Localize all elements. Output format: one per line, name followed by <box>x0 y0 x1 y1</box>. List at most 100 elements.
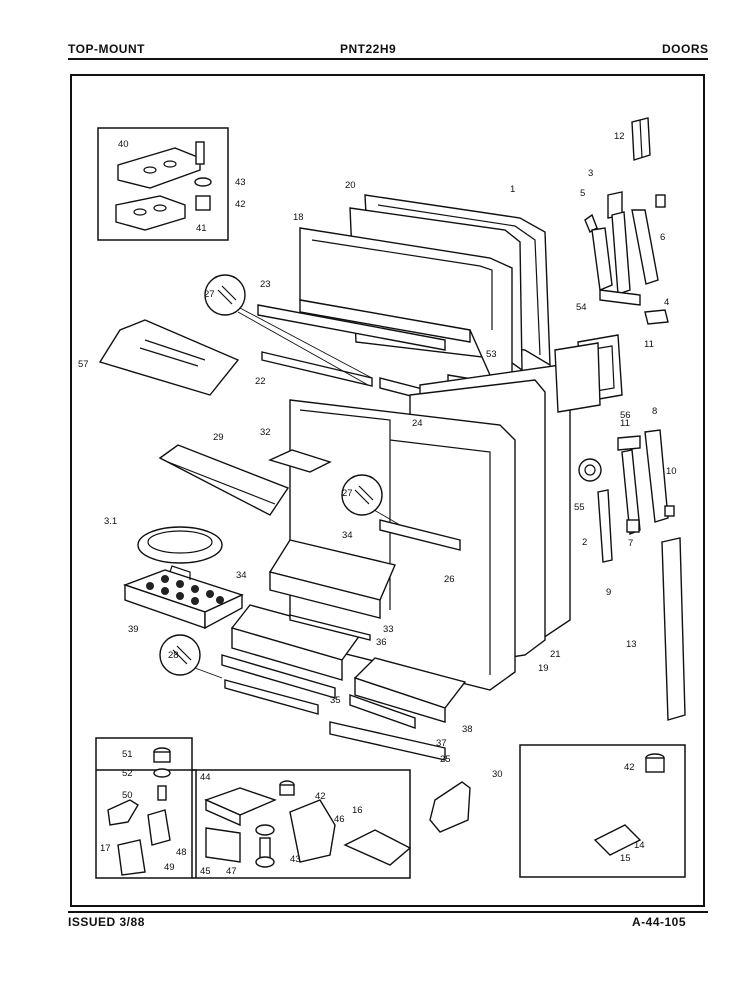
callout-30: 30 <box>492 769 503 780</box>
part-40-upper-hinge <box>117 141 205 189</box>
part-10-clip <box>664 505 675 517</box>
part-18-freezer-liner <box>299 227 513 381</box>
header-center: PNT22H9 <box>340 42 397 56</box>
callout-9: 9 <box>606 587 611 598</box>
callout-53: 53 <box>486 349 497 360</box>
callout-28-leader <box>194 667 223 679</box>
part-7-hinge-arm <box>621 449 641 535</box>
part-5-clip <box>584 213 598 234</box>
callout-18: 18 <box>293 212 304 223</box>
footer-left: ISSUED 3/88 <box>68 915 145 929</box>
part-34-door-bin <box>268 539 396 619</box>
callout-27-lower: 27 <box>342 488 353 499</box>
part-29-butter-bin <box>158 444 290 516</box>
part-56-trim <box>554 342 601 413</box>
part-6-clip <box>655 194 666 208</box>
callout-22: 22 <box>255 376 266 387</box>
header-rule <box>68 58 708 60</box>
callout-14: 14 <box>634 840 645 851</box>
callout-49: 49 <box>164 862 175 873</box>
callout-16: 16 <box>352 805 363 816</box>
part-55-bearing <box>578 458 602 482</box>
callout-12: 12 <box>614 131 625 142</box>
callout-21: 21 <box>550 649 561 660</box>
callout-56: 56 <box>620 410 631 421</box>
callout-54: 54 <box>576 302 587 313</box>
callout-42-spare: 42 <box>624 762 635 773</box>
part-26-door-shelf-bar <box>379 519 461 551</box>
part-35-bar <box>221 654 336 699</box>
callout-11-upper: 11 <box>644 339 654 350</box>
callout-42-top: 42 <box>235 199 246 210</box>
part-23-shelf-bar <box>257 304 446 351</box>
callout-27-circle-lower <box>341 474 383 516</box>
part-19-fresh-food-liner <box>289 399 516 691</box>
callout-37: 37 <box>436 738 447 749</box>
part-14-15-bracket <box>593 824 642 856</box>
part-16-hinge <box>343 829 412 866</box>
callout-10: 10 <box>666 466 677 477</box>
callout-1: 1 <box>510 184 515 195</box>
callout-45: 45 <box>200 866 211 877</box>
callout-19: 19 <box>538 663 549 674</box>
part-9-hinge-arm <box>597 489 613 563</box>
footer-right: A-44-105 <box>632 915 687 929</box>
part-45-plate <box>205 827 241 863</box>
part-42-bushing-spare <box>645 753 665 773</box>
callout-41: 41 <box>196 223 207 234</box>
part-39-egg-tray <box>122 565 244 630</box>
callout-27-lower-leader <box>373 509 401 526</box>
part-22-shelf-bar <box>261 351 373 387</box>
callout-8: 8 <box>652 406 657 417</box>
callout-55: 55 <box>574 502 585 513</box>
callout-51: 51 <box>122 749 133 760</box>
diagram-frame <box>70 74 705 907</box>
callout-15: 15 <box>620 853 631 864</box>
part-4-hinge-arm <box>591 209 659 306</box>
callout-52: 52 <box>122 768 133 779</box>
callout-32: 32 <box>260 427 271 438</box>
callout-26: 26 <box>444 574 455 585</box>
callout-3: 3 <box>588 168 593 179</box>
callout-6: 6 <box>660 232 665 243</box>
callout-40: 40 <box>118 139 129 150</box>
part-12-bracket <box>631 117 651 161</box>
callout-36: 36 <box>376 637 387 648</box>
part-8-hinge-arm <box>644 429 669 523</box>
callout-13: 13 <box>626 639 637 650</box>
footer-rule <box>68 911 708 913</box>
callout-11-lower: 11 <box>620 418 630 429</box>
callout-29: 29 <box>213 432 224 443</box>
part-38-dairy-bin <box>353 657 467 723</box>
inset-hinge-box <box>97 127 229 241</box>
part-17-plate <box>107 799 139 826</box>
callout-35: 35 <box>330 695 341 706</box>
callout-48: 48 <box>176 847 187 858</box>
callout-28: 28 <box>168 650 179 661</box>
callout-24: 24 <box>412 418 423 429</box>
part-47-43-washer <box>255 824 275 868</box>
part-42-43-bushing <box>194 177 212 211</box>
part-49-plate <box>117 839 146 876</box>
callout-46: 46 <box>334 814 345 825</box>
callout-3-1: 3.1 <box>104 516 117 527</box>
callout-20: 20 <box>345 180 356 191</box>
part-13-bar <box>661 537 686 721</box>
callout-34-lower: 34 <box>236 570 247 581</box>
callout-39: 39 <box>128 624 139 635</box>
callout-7: 7 <box>628 538 633 549</box>
part-52-washer <box>153 768 171 778</box>
part-37-bar <box>349 694 416 729</box>
callout-17: 17 <box>100 843 111 854</box>
part-46-bracket <box>289 799 336 863</box>
callout-57: 57 <box>78 359 89 370</box>
callout-44: 44 <box>200 772 211 783</box>
callout-5: 5 <box>580 188 585 199</box>
callout-33: 33 <box>383 624 394 635</box>
callout-43-bottom: 43 <box>290 854 301 865</box>
callout-4: 4 <box>664 297 669 308</box>
callout-2: 2 <box>582 537 587 548</box>
callout-27-leader-2 <box>237 311 369 386</box>
